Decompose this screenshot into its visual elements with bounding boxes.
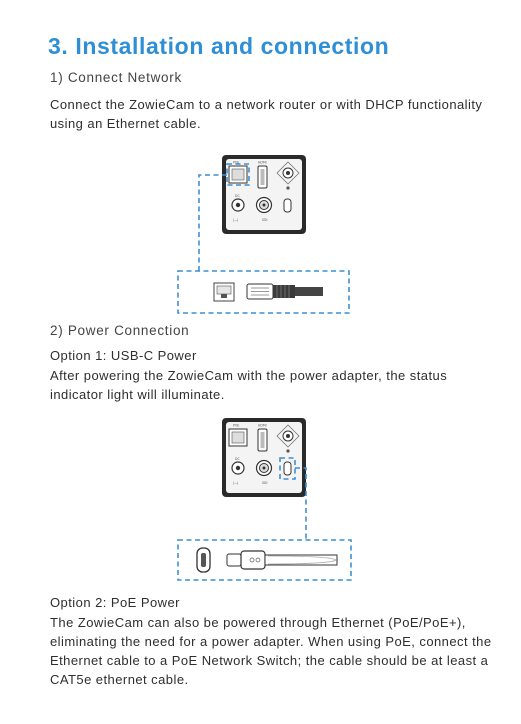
svg-text:SDI: SDI [262, 481, 267, 485]
usb-c-port-icon [196, 547, 211, 573]
svg-text:HDMI: HDMI [258, 424, 267, 428]
rj45-jack-icon [213, 282, 235, 302]
option1-title: Option 1: USB-C Power [50, 348, 197, 363]
svg-text:DC: DC [235, 194, 240, 198]
option1-text: After powering the ZowieCam with the pow… [50, 368, 448, 402]
svg-text:POE: POE [233, 424, 239, 428]
option2-text: The ZowieCam can also be powered through… [50, 615, 492, 687]
svg-text:|—|: |—| [233, 218, 238, 222]
hdmi-label: HDMI [258, 161, 267, 165]
poe-label: POE [233, 161, 239, 165]
section-title: 3. Installation and connection [48, 33, 390, 59]
option2-title: Option 2: PoE Power [50, 595, 180, 610]
camera-back-panel-1: POE HDMI SDI DC |—| [222, 155, 306, 234]
power-heading: 2) Power Connection [50, 323, 190, 338]
ethernet-plug-icon [246, 283, 323, 300]
svg-text:|—|: |—| [233, 481, 238, 485]
network-heading: 1) Connect Network [50, 70, 182, 85]
sdi-label: SDI [262, 218, 267, 222]
camera-back-panel-2: POE HDMI SDI DC |—| [222, 418, 306, 497]
network-text: Connect the ZowieCam to a network router… [50, 97, 483, 131]
usb-c-plug-icon [226, 550, 338, 570]
svg-text:DC: DC [235, 457, 240, 461]
